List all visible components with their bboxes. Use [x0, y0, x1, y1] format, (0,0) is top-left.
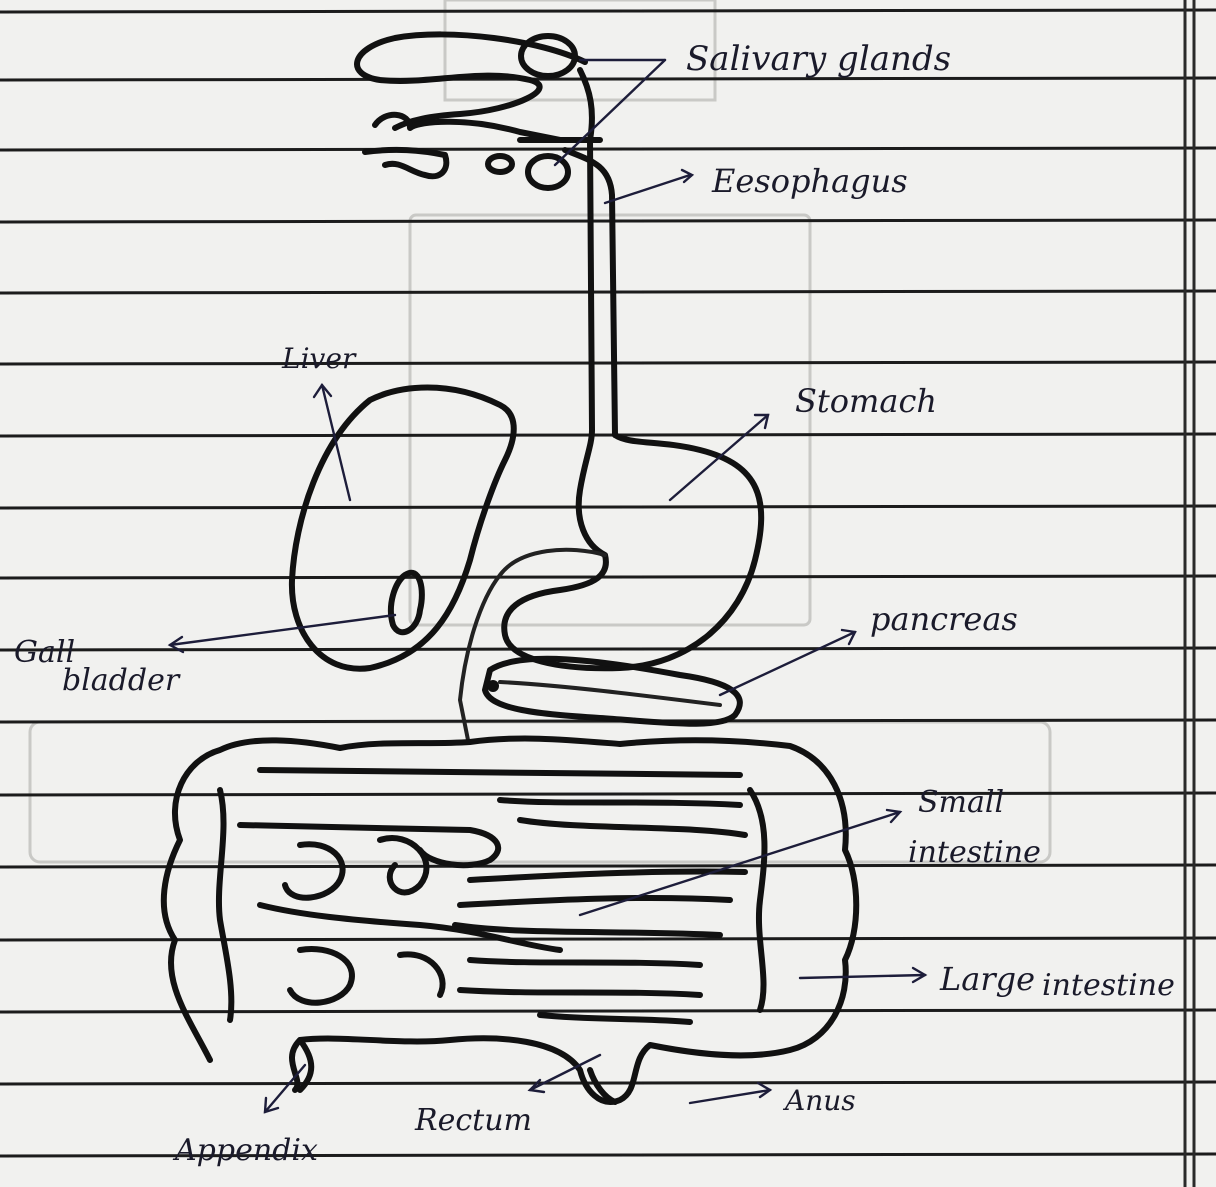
label-small-intestine-line2: intestine — [908, 835, 1041, 870]
paper-show-through — [30, 0, 1050, 862]
gall-bladder-outline — [391, 573, 422, 632]
label-anus: Anus — [782, 1084, 856, 1117]
labels: Salivary glands Eesophagus Liver Stomach… — [14, 39, 1175, 1168]
label-large-intestine-line2: intestine — [1042, 968, 1175, 1003]
liver-outline — [292, 388, 514, 669]
label-small-intestine-line1: Small — [918, 785, 1004, 820]
label-oesophagus: Eesophagus — [711, 162, 908, 200]
pointer-lines — [170, 60, 925, 1112]
pancreas-inner — [500, 682, 720, 705]
salivary-gland-lower-1 — [528, 156, 568, 188]
label-pancreas: pancreas — [870, 600, 1018, 638]
label-liver: Liver — [281, 342, 357, 375]
pancreas-duct — [487, 680, 499, 692]
label-stomach: Stomach — [795, 382, 937, 420]
mouth-outline — [357, 34, 592, 430]
label-appendix: Appendix — [172, 1133, 318, 1168]
small-intestine-coils — [240, 800, 745, 1022]
salivary-gland-lower-2 — [488, 156, 512, 172]
stomach-outline — [504, 430, 761, 668]
label-large-intestine-line1: Large — [939, 960, 1035, 998]
label-rectum: Rectum — [414, 1103, 532, 1138]
label-salivary-glands: Salivary glands — [686, 39, 951, 79]
label-gall-bladder-line2: bladder — [62, 663, 181, 698]
